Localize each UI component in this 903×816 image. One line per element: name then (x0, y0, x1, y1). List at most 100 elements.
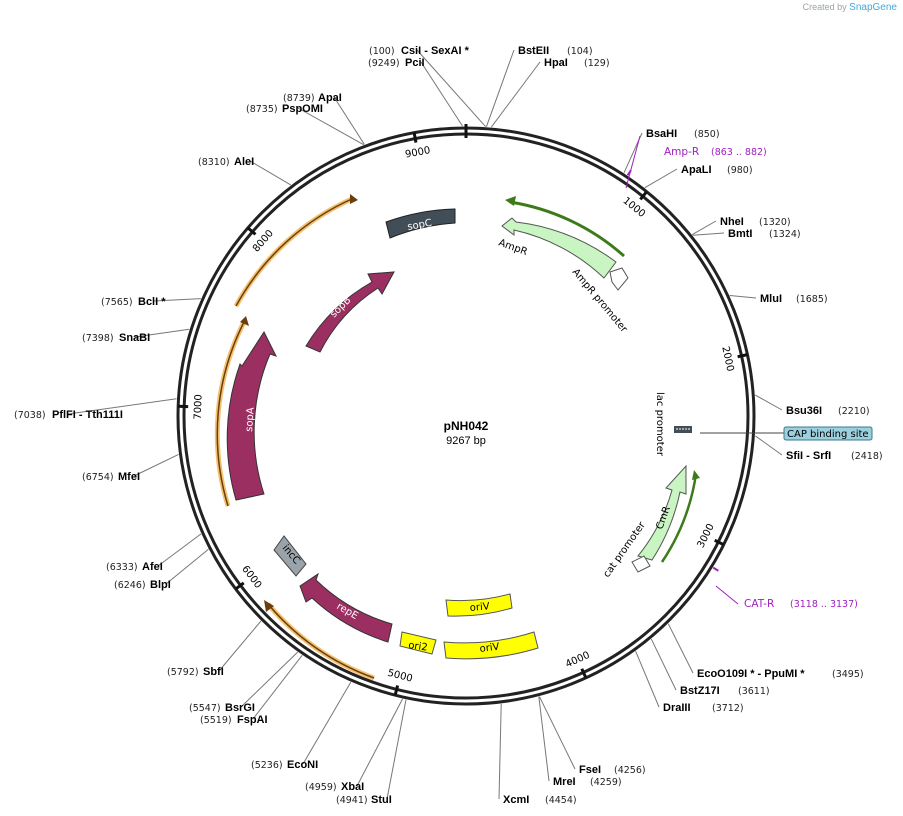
restriction-site[interactable]: BsaHI (646, 128, 677, 140)
cat-promoter-feature[interactable] (631, 555, 651, 573)
sopc-feature[interactable] (385, 208, 456, 239)
incc-feature[interactable] (273, 535, 307, 577)
cap-binding-site-box[interactable] (783, 426, 873, 441)
restriction-site[interactable]: MluI (760, 293, 782, 305)
site-leader (134, 328, 190, 338)
site-leader (755, 435, 783, 456)
restriction-site[interactable]: MreI (553, 776, 576, 788)
ampr-feature[interactable] (501, 217, 617, 279)
site-position: (100) (369, 46, 395, 57)
restriction-site[interactable]: BstEII (518, 45, 549, 57)
oriv-outer-feature[interactable] (443, 631, 539, 660)
site-leader (302, 681, 352, 765)
site-position: (980) (727, 165, 753, 176)
restriction-site[interactable]: EcoNI (287, 759, 318, 771)
site-position: (5792) (167, 667, 199, 678)
restriction-site[interactable]: DraIII (663, 702, 691, 714)
ampr-orf-arrowhead (505, 196, 516, 206)
restriction-site[interactable]: MfeI (118, 471, 140, 483)
site-leader (356, 698, 403, 787)
restriction-site[interactable]: BsrGI (225, 702, 255, 714)
oriv-inner-feature[interactable] (445, 593, 513, 617)
cap-binding-site-label: CAP binding site (787, 429, 869, 440)
site-position: (104) (567, 46, 593, 57)
restriction-site[interactable]: EcoO109I * - PpuMI * (697, 668, 805, 680)
restriction-site[interactable]: CsiI - SexAI * (401, 45, 470, 57)
site-leader (490, 61, 541, 128)
ampr-orf-line (509, 200, 625, 258)
tick-mark (737, 353, 748, 359)
plasmid-name: pNH042 (444, 419, 489, 433)
repe-feature[interactable] (299, 572, 393, 643)
restriction-site[interactable]: HpaI (544, 57, 568, 69)
restriction-site[interactable]: BstZ17I (680, 685, 720, 697)
sopb-orf-highlight (233, 195, 356, 308)
sopb-feature[interactable] (305, 271, 395, 353)
restriction-site[interactable]: SfiI - SrfI (786, 450, 831, 462)
tick-label: 2000 (719, 345, 735, 372)
restriction-site[interactable]: FseI (579, 764, 601, 776)
restriction-site[interactable]: FspAI (237, 714, 268, 726)
site-position: (3712) (712, 703, 744, 714)
site-leader (729, 295, 757, 299)
site-leader (650, 638, 677, 691)
ori2-label: ori2 (408, 640, 429, 654)
restriction-site[interactable]: ApaI (318, 92, 342, 104)
restriction-site[interactable]: SnaBI (119, 332, 150, 344)
restriction-site[interactable]: ApaLI (681, 164, 712, 176)
site-leader (416, 49, 487, 127)
primer-label[interactable]: Amp-R (664, 146, 699, 158)
site-position: (7565) (101, 297, 133, 308)
restriction-site[interactable]: PspOMI (282, 103, 323, 115)
sopc-label: sopC (407, 218, 433, 233)
restriction-site[interactable]: AleI (234, 156, 254, 168)
site-position: (6246) (114, 580, 146, 591)
primer-leader (715, 585, 739, 605)
site-leader (249, 160, 292, 186)
site-leader (538, 696, 576, 770)
restriction-site[interactable]: Bsu36I (786, 405, 822, 417)
site-leader (754, 394, 783, 411)
restriction-site[interactable]: SbfI (203, 666, 224, 678)
site-leader (333, 96, 365, 145)
site-leader (157, 533, 202, 567)
cmr-feature[interactable] (637, 464, 687, 561)
sopa-feature[interactable] (226, 330, 277, 501)
site-leader (297, 107, 364, 146)
ampr-promoter-feature[interactable] (609, 267, 629, 291)
restriction-site[interactable]: AfeI (142, 561, 163, 573)
ori2-feature[interactable] (399, 631, 437, 655)
tick-label: 4000 (564, 650, 592, 671)
tick-label: 5000 (386, 668, 413, 685)
site-leader (692, 232, 725, 236)
restriction-site[interactable]: BmtI (728, 228, 752, 240)
site-leader (667, 623, 694, 674)
site-leader (67, 398, 177, 415)
restriction-site[interactable]: NheI (720, 216, 744, 228)
tick-mark (234, 581, 245, 591)
primer-label[interactable]: CAT-R (744, 598, 774, 610)
primer-leader (625, 135, 641, 189)
tick-mark (714, 538, 725, 547)
restriction-site[interactable]: BclI * (138, 296, 166, 308)
site-leader (240, 651, 298, 708)
site-leader (485, 49, 515, 127)
site-position: (4256) (614, 765, 646, 776)
restriction-site[interactable]: PflFI - Tth111I (52, 409, 123, 421)
site-leader (692, 220, 717, 236)
restriction-site[interactable]: XbaI (341, 781, 364, 793)
tick-label: 7000 (193, 394, 205, 420)
restriction-site[interactable]: BlpI (150, 579, 171, 591)
site-leader (252, 654, 303, 720)
site-position: (9249) (368, 58, 400, 69)
snapgene-logo: Created by SnapGene (803, 2, 897, 13)
primers: Amp-R(863 .. 882)CAT-R(3118 .. 3137) (625, 135, 858, 610)
primer-range: (3118 .. 3137) (790, 599, 858, 610)
sopa-orf-line (216, 321, 245, 507)
restriction-site[interactable]: XcmI (503, 794, 529, 806)
restriction-site[interactable]: StuI (371, 794, 392, 806)
repe-orf-line (267, 603, 375, 679)
site-position: (7398) (82, 333, 114, 344)
restriction-site[interactable]: PciI (405, 57, 425, 69)
